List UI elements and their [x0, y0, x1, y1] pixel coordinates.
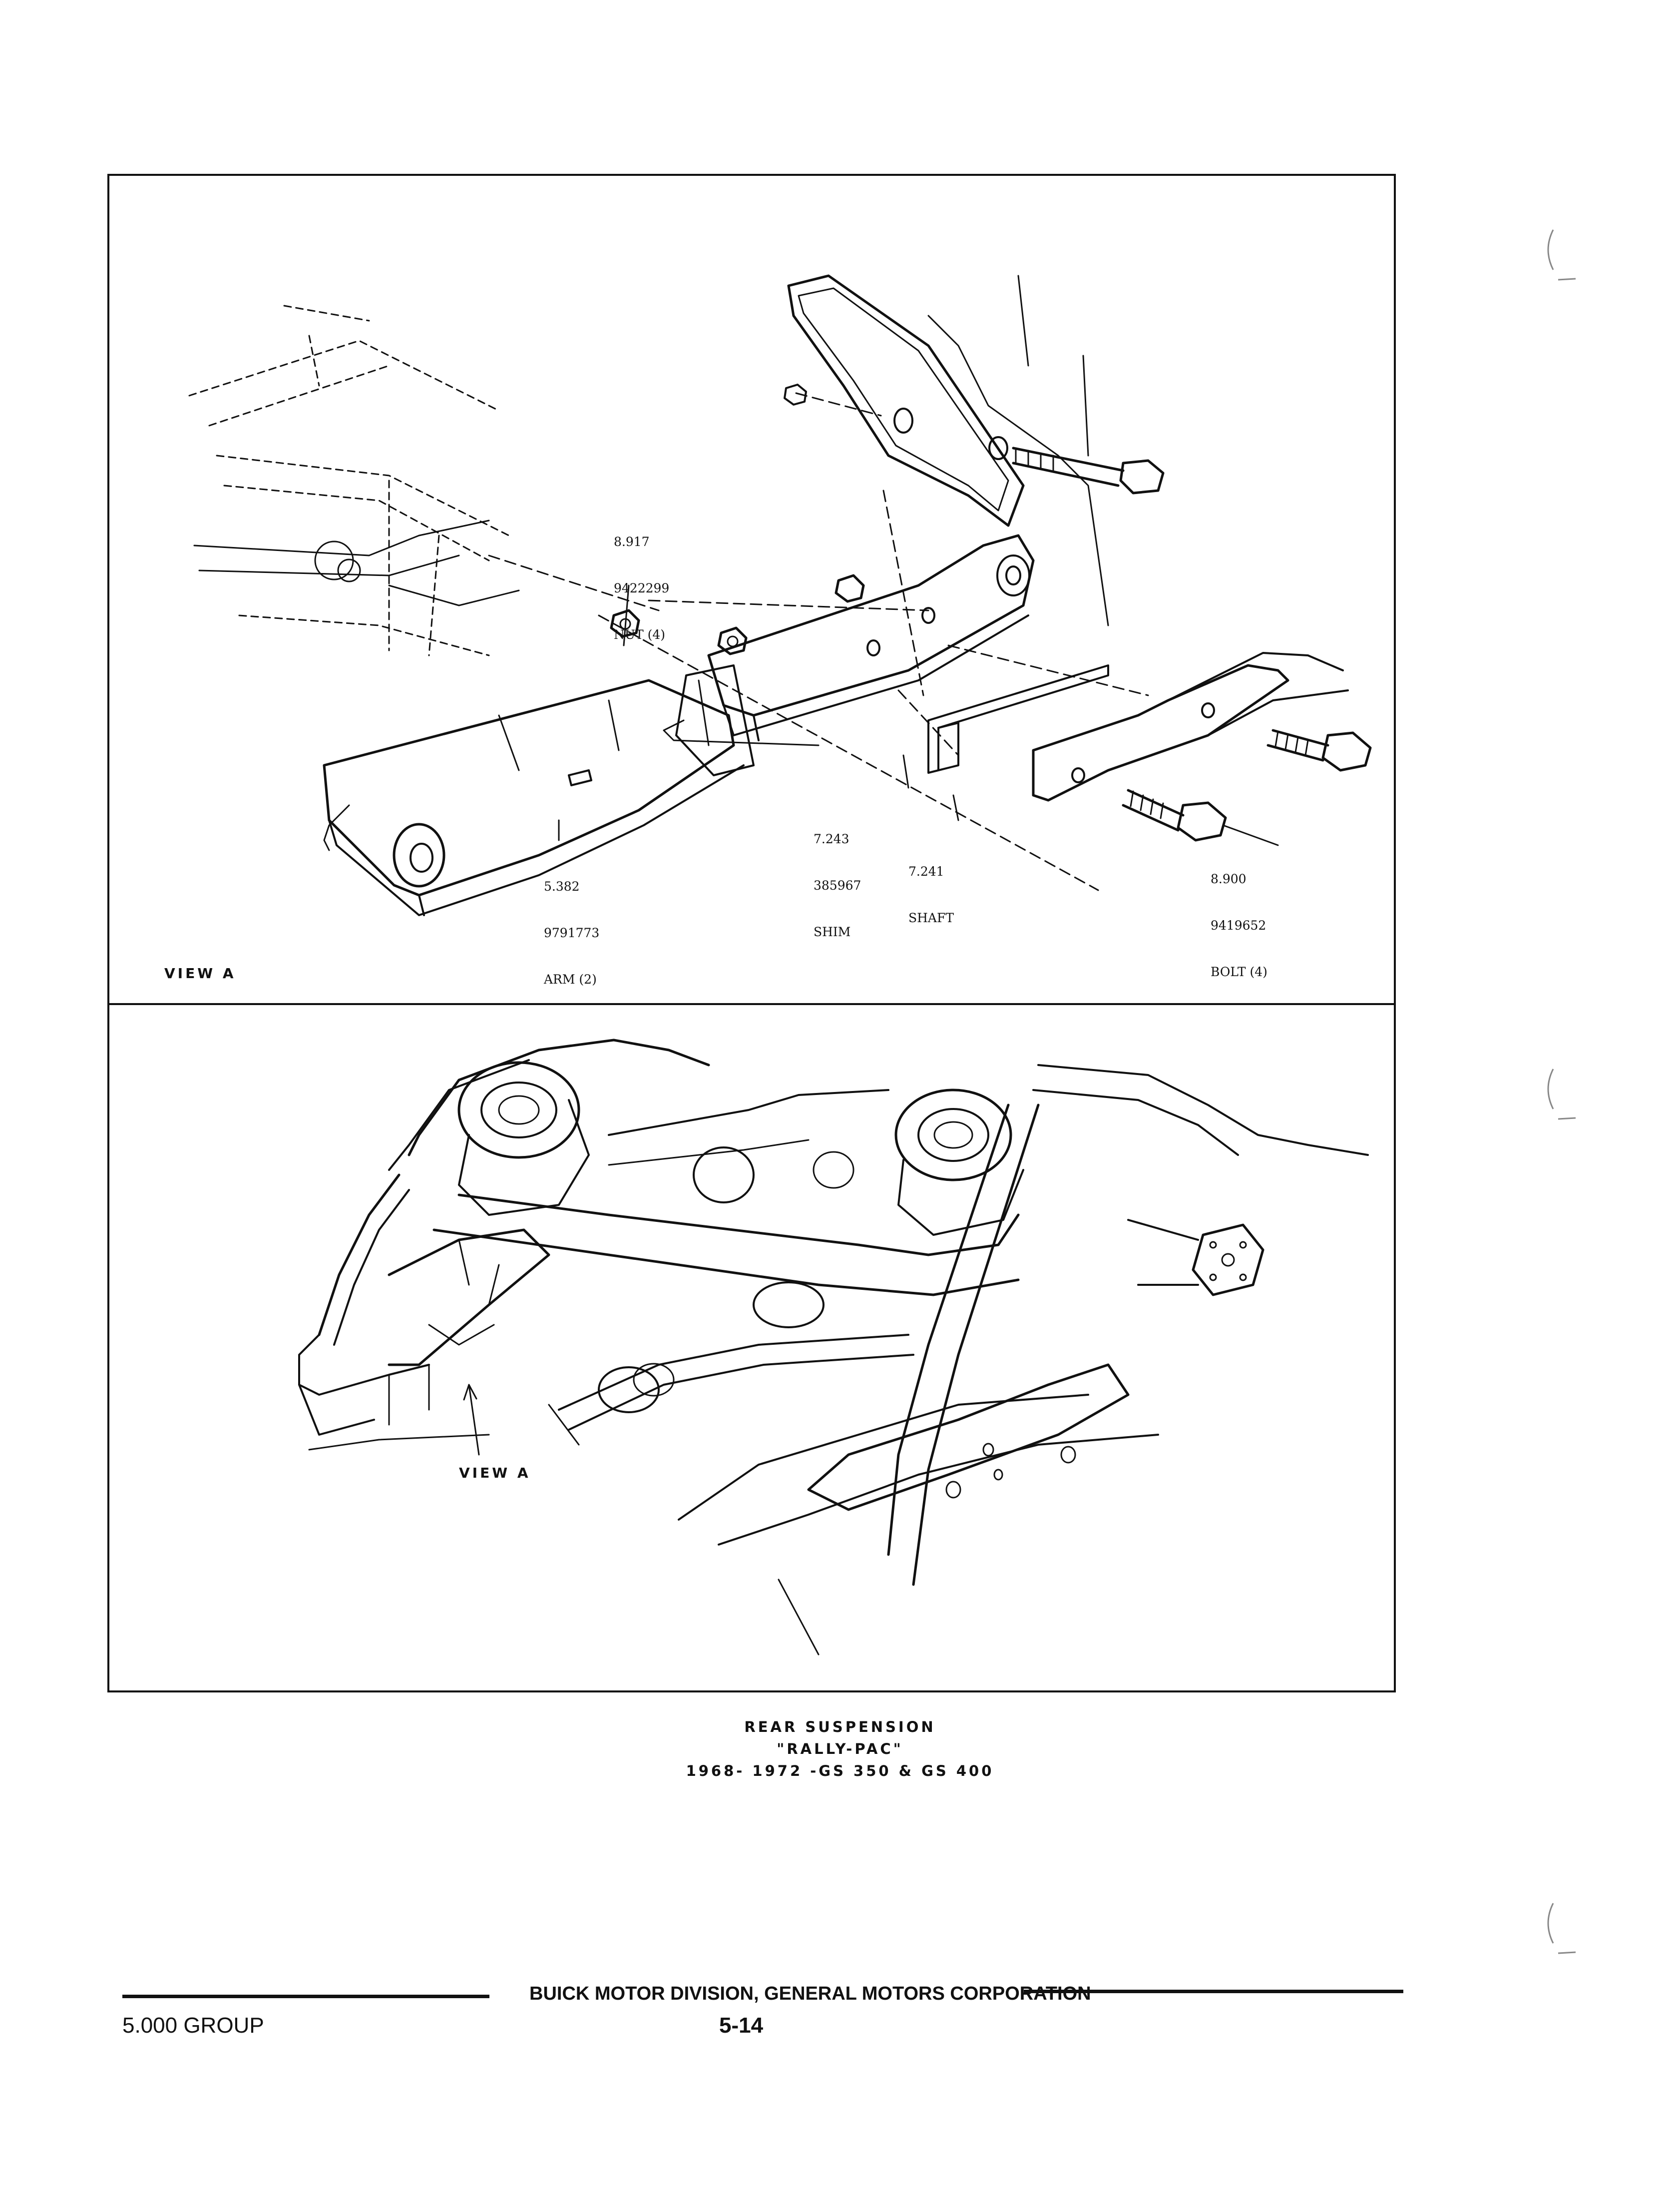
- shim-plate: [927, 664, 1109, 774]
- punch-hole-mark-bottom: [1547, 1903, 1576, 1954]
- rear-crossmember: [432, 1089, 1020, 1328]
- punch-hole-mark-middle: [1547, 1069, 1576, 1120]
- right-spring-seat: [894, 1089, 1024, 1236]
- shim-part-name: SHIM: [814, 925, 851, 939]
- nut-ref-number: 8.917: [614, 535, 650, 549]
- bolt-callout: 8.900 9419652 BOLT (4): [1211, 840, 1267, 1011]
- footer-publisher: BUICK MOTOR DIVISION, GENERAL MOTORS COR…: [529, 1983, 1091, 2004]
- panel-divider: [107, 1003, 1396, 1005]
- driveshaft: [548, 1334, 914, 1446]
- view-a-tag: VIEW A: [164, 965, 236, 982]
- crossmember: [663, 534, 1035, 776]
- chassis-drawing: [298, 1039, 1369, 1655]
- shaft-bolts: [1122, 729, 1372, 842]
- bolt-ref-number: 8.900: [1211, 872, 1247, 886]
- shaft-ref-number: 7.241: [908, 864, 944, 879]
- shaft: [1032, 652, 1349, 802]
- right-frame-rail: [678, 1064, 1369, 1655]
- shim-callout: 7.243 385967 SHIM: [814, 800, 861, 971]
- punch-hole-mark-top: [1547, 229, 1576, 281]
- alignment-lines: [488, 490, 1149, 891]
- nut-part-number: 9422299: [614, 581, 670, 595]
- bracket-hardware: [784, 384, 1165, 495]
- footer-rule-right: [1024, 1990, 1403, 1993]
- left-lower-arm: [388, 1228, 550, 1366]
- frame-bracket: [787, 274, 1109, 626]
- shim-part-number: 385967: [814, 878, 861, 893]
- nut-callout: 8.917 9422299 NUT (4): [614, 503, 669, 673]
- caption-subtitle: "RALLY-PAC": [777, 1740, 903, 1757]
- left-frame-rail: [298, 1039, 710, 1451]
- body-frame-outline: [188, 305, 510, 656]
- left-spring-seat: [457, 1061, 590, 1216]
- arm-ref-number: 5.382: [544, 879, 580, 894]
- shim-ref-number: 7.243: [814, 832, 849, 846]
- caption-models: 1968- 1972 -GS 350 & GS 400: [686, 1762, 994, 1779]
- view-a-panel: 8.917 9422299 NUT (4) 5.382 9791773 ARM …: [109, 176, 1394, 1005]
- figure-frame: 8.917 9422299 NUT (4) 5.382 9791773 ARM …: [107, 174, 1396, 1692]
- bolt-part-number: 9419652: [1211, 918, 1266, 933]
- arm-part-number: 9791773: [544, 926, 600, 940]
- control-arm: [323, 679, 745, 916]
- footer-rule-left: [122, 1995, 489, 1998]
- leader-lines: [558, 584, 1279, 846]
- axle-flange: [1127, 1219, 1264, 1296]
- caption-title: REAR SUSPENSION: [744, 1718, 936, 1735]
- view-a-pointer-label: VIEW A: [459, 1465, 531, 1481]
- shaft-part-name: SHAFT: [908, 911, 954, 925]
- view-a-drawing: [188, 274, 1372, 916]
- body-frame-solid: [193, 520, 520, 606]
- nut-part-name: NUT (4): [614, 627, 665, 642]
- overview-panel: VIEW A: [109, 1005, 1394, 1690]
- right-lower-arm: [807, 1363, 1130, 1511]
- bolt-part-name: BOLT (4): [1211, 965, 1267, 979]
- view-a-pointer: [463, 1384, 480, 1456]
- arm-part-name: ARM (2): [544, 972, 597, 987]
- arm-callout: 5.382 9791773 ARM (2): [544, 848, 599, 1018]
- footer-group: 5.000 GROUP: [122, 2013, 264, 2038]
- footer-page-number: 5-14: [719, 2013, 764, 2038]
- shaft-callout: 7.241 SHAFT: [908, 833, 954, 957]
